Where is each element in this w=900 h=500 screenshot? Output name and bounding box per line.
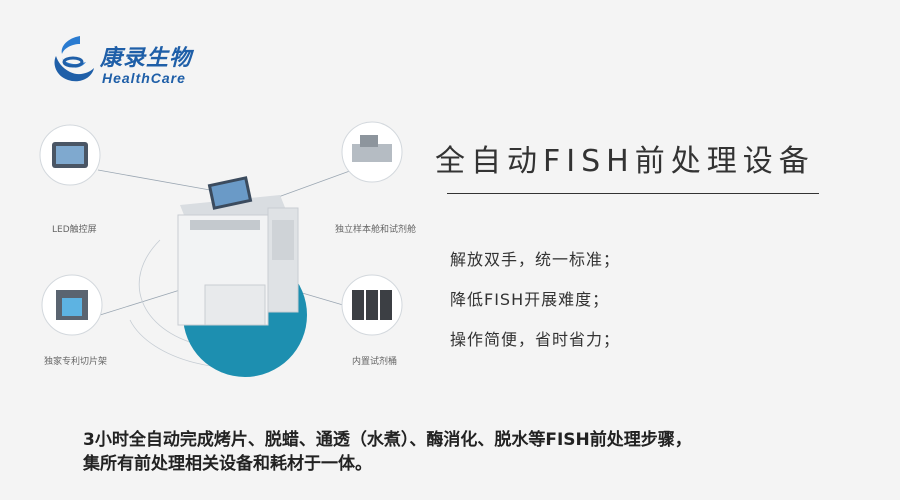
brand-logo-mark-icon xyxy=(54,36,94,82)
feature-item: 降低FISH开展难度； xyxy=(450,290,610,309)
description-line-1: 3小时全自动完成烤片、脱蜡、通透（水煮）、酶消化、脱水等FISH前处理步骤， xyxy=(83,430,692,450)
callout-label-rack: 独家专利切片架 xyxy=(44,357,108,367)
feature-item: 操作简便，省时省力； xyxy=(450,330,621,349)
brand-name-en: HealthCare xyxy=(102,70,186,86)
description: 3小时全自动完成烤片、脱蜡、通透（水煮）、酶消化、脱水等FISH前处理步骤， 集… xyxy=(83,428,863,476)
device-body xyxy=(177,176,299,326)
title-divider xyxy=(447,193,819,194)
callout-label-chamber: 独立样本舱和试剂舱 xyxy=(335,225,417,235)
brand-name-cn: 康录生物 xyxy=(100,46,193,71)
brand-logo: 康录生物 HealthCare xyxy=(50,34,220,94)
callout-chamber xyxy=(341,121,403,183)
callout-label-reagent: 内置试剂桶 xyxy=(352,357,398,367)
callout-led-screen xyxy=(39,124,101,186)
device-illustration xyxy=(39,121,403,377)
feature-item: 解放双手，统一标准； xyxy=(450,250,621,269)
description-line-2: 集所有前处理相关设备和耗材于一体。 xyxy=(83,454,372,474)
feature-list: 解放双手，统一标准； 降低FISH开展难度； 操作简便，省时省力； xyxy=(450,248,620,368)
callout-label-led: LED触控屏 xyxy=(52,225,97,235)
callout-slide-rack xyxy=(41,274,103,336)
callout-reagent xyxy=(341,274,403,336)
page-title: 全自动FISH前处理设备 xyxy=(435,144,815,179)
